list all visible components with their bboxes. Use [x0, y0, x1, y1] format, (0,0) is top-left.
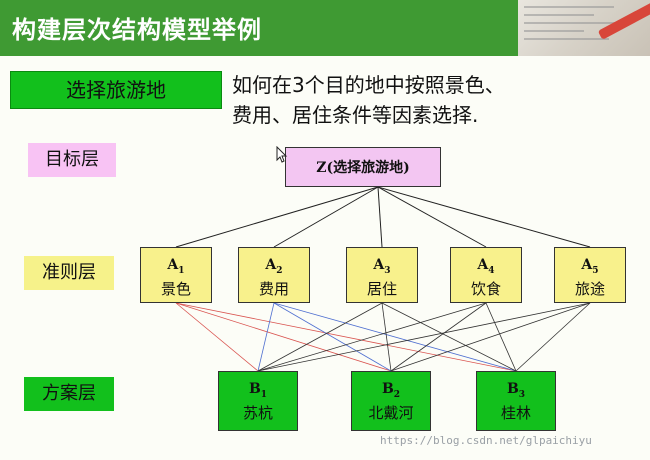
criterion-name: 费用 [258, 279, 289, 298]
criterion-name: 居住 [366, 279, 397, 298]
connector-line [273, 302, 392, 372]
connector-line [257, 302, 383, 372]
criterion-name: 饮食 [470, 279, 501, 298]
description-line-1: 如何在3个目的地中按照景色、 [232, 73, 505, 97]
alternative-symbol: B3 [506, 381, 526, 400]
connector-line [381, 302, 517, 372]
criterion-node-a4: A4 饮食 [450, 247, 522, 303]
connector-line [175, 302, 392, 372]
problem-description: 如何在3个目的地中按照景色、 费用、居住条件等因素选择. [232, 70, 642, 130]
connector-line [273, 186, 379, 248]
connector-line [175, 186, 379, 248]
connector-line [257, 302, 487, 372]
connector-line [381, 302, 392, 372]
criterion-symbol: A5 [581, 257, 599, 276]
connector-line [273, 302, 517, 372]
connector-line [257, 302, 591, 372]
criterion-node-a5: A5 旅途 [554, 247, 626, 303]
alternative-node-b1: B1 苏杭 [218, 371, 298, 431]
alternative-name: 桂林 [500, 403, 531, 422]
connector-line [390, 302, 487, 372]
criterion-symbol: A4 [477, 257, 495, 276]
watermark: https://blog.csdn.net/glpaichiyu [380, 434, 592, 447]
connector-line [377, 186, 591, 248]
alternative-symbol: B1 [248, 381, 268, 400]
criterion-symbol: A1 [167, 257, 185, 276]
criteria-layer-label: 准则层 [24, 256, 114, 290]
connector-line [175, 302, 259, 372]
topic-label: 选择旅游地 [10, 71, 222, 109]
alternative-node-b2: B2 北戴河 [351, 371, 431, 431]
connector-line [390, 302, 591, 372]
alternative-symbol: B2 [381, 381, 401, 400]
alternative-name: 苏杭 [242, 403, 273, 422]
goal-node: Z(选择旅游地) [285, 147, 441, 187]
alternative-node-b3: B3 桂林 [476, 371, 556, 431]
mouse-cursor-icon [276, 146, 288, 163]
criterion-name: 景色 [160, 279, 191, 298]
connector-line [257, 302, 275, 372]
slide-title: 构建层次结构模型举例 [12, 16, 262, 44]
connector-line [377, 186, 487, 248]
header-decorative-photo [518, 0, 650, 56]
alternative-name: 北戴河 [368, 403, 414, 422]
criterion-symbol: A3 [373, 257, 391, 276]
criterion-symbol: A2 [265, 257, 283, 276]
connector-line [377, 186, 383, 248]
criterion-node-a1: A1 景色 [140, 247, 212, 303]
criterion-name: 旅途 [574, 279, 605, 298]
title-bar: 构建层次结构模型举例 [0, 0, 650, 56]
connector-line [175, 302, 517, 372]
criterion-node-a2: A2 费用 [238, 247, 310, 303]
alternatives-layer-label: 方案层 [24, 377, 114, 411]
connector-line [515, 302, 591, 372]
goal-layer-label: 目标层 [28, 143, 116, 177]
description-line-2: 费用、居住条件等因素选择. [232, 103, 479, 127]
connector-line [485, 302, 517, 372]
criterion-node-a3: A3 居住 [346, 247, 418, 303]
